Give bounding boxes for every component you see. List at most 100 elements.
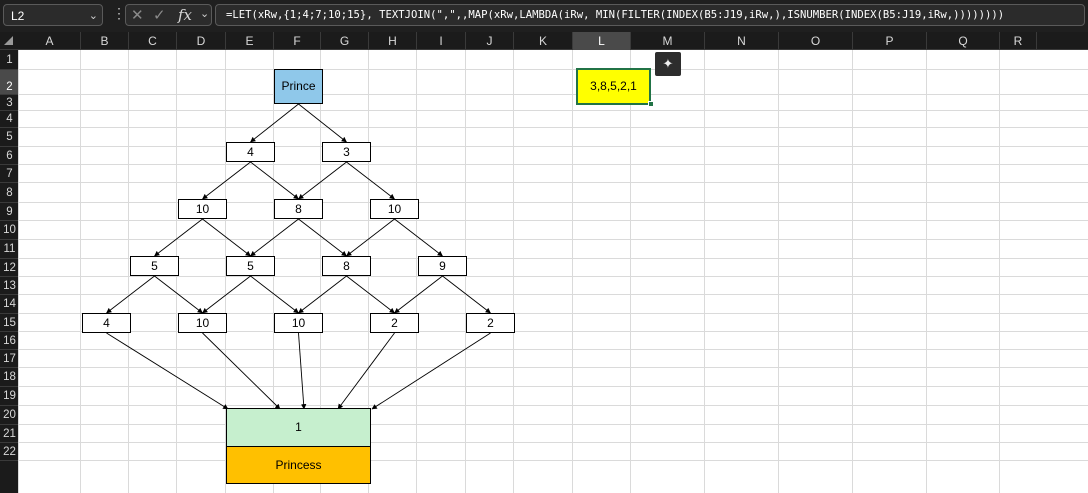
tree-node-1-2[interactable]: 3 (322, 142, 371, 162)
fill-handle[interactable] (648, 101, 654, 107)
row-header-18[interactable]: 18 (0, 368, 19, 387)
select-all-icon (4, 36, 13, 45)
column-header-a[interactable]: A (19, 32, 81, 50)
connector-arrow (298, 161, 347, 200)
column-header-q[interactable]: Q (927, 32, 1000, 50)
connector-arrow (394, 218, 443, 257)
column-header-f[interactable]: F (274, 32, 321, 50)
column-header-n[interactable]: N (705, 32, 779, 50)
tree-node-2-2[interactable]: 8 (274, 199, 323, 219)
tree-node-3-4[interactable]: 9 (418, 256, 467, 276)
connector-arrow (298, 275, 347, 314)
insert-function-icon[interactable]: fx (178, 6, 193, 24)
tree-node-4-3[interactable]: 10 (274, 313, 323, 333)
tree-node-2-1[interactable]: 10 (178, 199, 227, 219)
cancel-icon[interactable]: ✕ (131, 7, 144, 24)
formula-input[interactable]: =LET(xRw,{1;4;7;10;15}, TEXTJOIN(",",,MA… (215, 4, 1085, 26)
row-header-20[interactable]: 20 (0, 406, 19, 425)
connector-arrow (202, 218, 251, 257)
column-header-j[interactable]: J (466, 32, 514, 50)
row-header-7[interactable]: 7 (0, 165, 19, 183)
row-header-3[interactable]: 3 (0, 95, 19, 111)
formula-bar: L2 ⌄ ⋮ ✕ ✓ fx ⌄ =LET(xRw,{1;4;7;10;15}, … (0, 0, 1088, 32)
tree-node-value: 5 (151, 259, 158, 273)
connector-arrow (154, 218, 203, 257)
connector-arrow (202, 161, 251, 200)
column-header-h[interactable]: H (369, 32, 417, 50)
connector-arrow (250, 161, 299, 200)
row-header-5[interactable]: 5 (0, 128, 19, 147)
tree-node-4-2[interactable]: 10 (178, 313, 227, 333)
row-header-17[interactable]: 17 (0, 350, 19, 368)
column-header-p[interactable]: P (853, 32, 927, 50)
minimum-box[interactable]: 1 (226, 408, 371, 447)
result-cell-l2[interactable]: 3,8,5,2,1 (576, 68, 651, 105)
connector-arrow (371, 332, 491, 410)
row-header-22[interactable]: 22 (0, 443, 19, 461)
row-header-2[interactable]: 2 (0, 70, 19, 95)
tree-node-value: 10 (195, 316, 210, 330)
tree-node-value: 2 (487, 316, 494, 330)
row-header-6[interactable]: 6 (0, 147, 19, 165)
column-header-b[interactable]: B (81, 32, 129, 50)
tree-node-value: 8 (343, 259, 350, 273)
princess-box[interactable]: Princess (226, 446, 371, 484)
column-header-g[interactable]: G (321, 32, 369, 50)
tree-node-3-2[interactable]: 5 (226, 256, 275, 276)
row-header-14[interactable]: 14 (0, 295, 19, 314)
connector-arrow (298, 332, 307, 410)
tree-node-4-1[interactable]: 4 (82, 313, 131, 333)
name-box[interactable]: L2 ⌄ (3, 4, 103, 26)
enter-icon[interactable]: ✓ (153, 7, 166, 24)
result-value: 3,8,5,2,1 (590, 79, 637, 93)
tree-node-2-3[interactable]: 10 (370, 199, 419, 219)
prince-box[interactable]: Prince (274, 69, 323, 104)
tree-node-4-5[interactable]: 2 (466, 313, 515, 333)
row-header-4[interactable]: 4 (0, 111, 19, 128)
tree-node-value: 4 (247, 145, 254, 159)
row-header-1[interactable]: 1 (0, 50, 19, 70)
connector-arrow (250, 218, 299, 257)
tree-node-1-1[interactable]: 4 (226, 142, 275, 162)
column-header-e[interactable]: E (226, 32, 274, 50)
tree-node-value: 5 (247, 259, 254, 273)
column-header-o[interactable]: O (779, 32, 853, 50)
connector-arrow (202, 332, 281, 410)
column-header-k[interactable]: K (514, 32, 573, 50)
row-header-15[interactable]: 15 (0, 314, 19, 332)
select-all-corner[interactable] (0, 32, 19, 50)
row-header-8[interactable]: 8 (0, 183, 19, 203)
row-header-19[interactable]: 19 (0, 387, 19, 406)
column-header-c[interactable]: C (129, 32, 177, 50)
princess-label: Princess (275, 458, 322, 472)
tree-node-3-1[interactable]: 5 (130, 256, 179, 276)
name-box-value: L2 (11, 9, 25, 23)
row-header-21[interactable]: 21 (0, 425, 19, 443)
tree-node-value: 4 (103, 316, 110, 330)
column-header-i[interactable]: I (417, 32, 466, 50)
flash-fill-icon[interactable]: ✦ (655, 52, 681, 76)
tree-node-value: 10 (195, 202, 210, 216)
column-header-m[interactable]: M (631, 32, 705, 50)
tree-node-value: 2 (391, 316, 398, 330)
connector-arrow (250, 275, 299, 314)
chevron-down-icon[interactable]: ⌄ (200, 8, 210, 20)
tree-node-value: 3 (343, 145, 350, 159)
row-header-10[interactable]: 10 (0, 221, 19, 240)
chevron-down-icon[interactable]: ⌄ (88, 10, 98, 22)
column-header-l[interactable]: L (573, 32, 631, 50)
column-header-d[interactable]: D (177, 32, 226, 50)
tree-node-3-3[interactable]: 8 (322, 256, 371, 276)
tree-node-4-4[interactable]: 2 (370, 313, 419, 333)
more-options-icon[interactable]: ⋮ (112, 5, 126, 21)
tree-node-value: 9 (439, 259, 446, 273)
column-header-r[interactable]: R (1000, 32, 1037, 50)
row-header-12[interactable]: 12 (0, 259, 19, 277)
row-header-13[interactable]: 13 (0, 277, 19, 295)
connector-arrow (346, 218, 395, 257)
row-header-9[interactable]: 9 (0, 203, 19, 221)
minimum-value: 1 (295, 420, 302, 434)
row-header-11[interactable]: 11 (0, 240, 19, 259)
row-header-16[interactable]: 16 (0, 332, 19, 350)
